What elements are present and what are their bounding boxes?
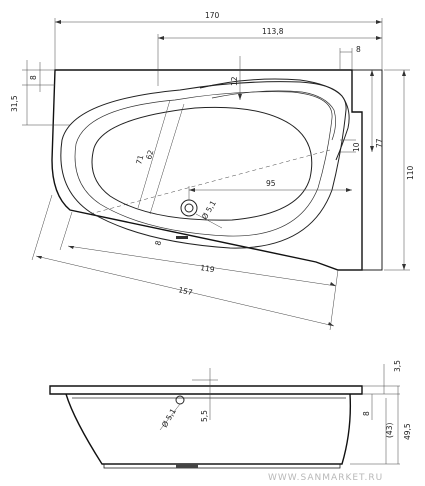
dim-outer-length: 157 xyxy=(178,285,194,297)
dim-drain-diameter: Ø 5,1 xyxy=(200,199,218,221)
dim-bottom-rim: 8 xyxy=(153,239,163,246)
side-view: Ø 5,1 5,5 3,5 8 (43) 49,5 xyxy=(49,360,412,469)
drain-outer xyxy=(180,199,198,217)
dim-inner-width-b: 71 xyxy=(134,154,145,166)
tub-basin xyxy=(91,106,313,221)
side-drain-height: 5,5 xyxy=(200,410,209,422)
drain-inner xyxy=(184,203,194,213)
overflow-slot xyxy=(176,236,188,239)
side-inner-step: 8 xyxy=(362,411,371,416)
side-drain-diameter: Ø 5,1 xyxy=(160,407,178,429)
dim-right-height-b: 110 xyxy=(406,165,415,180)
dim-inner-length: 119 xyxy=(200,263,216,274)
side-overflow xyxy=(175,395,185,405)
tub-outer-contour xyxy=(51,69,363,271)
side-depth-inner: (43) xyxy=(385,423,394,438)
centre-line xyxy=(89,149,331,215)
dim-total-length: 170 xyxy=(205,11,220,20)
top-view: 170 113,8 8 8 31,5 12 62 71 95 xyxy=(10,11,415,331)
tub-headrest-inner xyxy=(211,90,336,141)
tub-headrest xyxy=(199,78,350,161)
dim-partial-length: 113,8 xyxy=(262,27,284,36)
dim-right-height-a: 77 xyxy=(375,138,384,148)
side-feet xyxy=(103,463,341,469)
side-rim-height: 3,5 xyxy=(393,360,402,372)
watermark: WWW.SANMARKET.RU xyxy=(268,473,383,483)
tub-rim-contour xyxy=(60,81,347,249)
side-depth-total: 49,5 xyxy=(403,423,412,440)
tub-rim-inner xyxy=(74,91,333,237)
dim-drain-offset-top: 12 xyxy=(230,76,239,86)
side-drain xyxy=(176,464,198,468)
dim-right-rim: 8 xyxy=(356,45,361,54)
tub-right-panel xyxy=(338,69,383,271)
dim-left-offset-b: 31,5 xyxy=(10,95,19,112)
side-body xyxy=(65,393,351,465)
dim-drain-to-right: 95 xyxy=(266,179,276,188)
side-rim xyxy=(49,385,363,395)
dim-right-small: 10 xyxy=(352,142,361,152)
dim-left-offset-a: 8 xyxy=(29,75,38,80)
dim-inner-width-a: 62 xyxy=(144,149,155,161)
